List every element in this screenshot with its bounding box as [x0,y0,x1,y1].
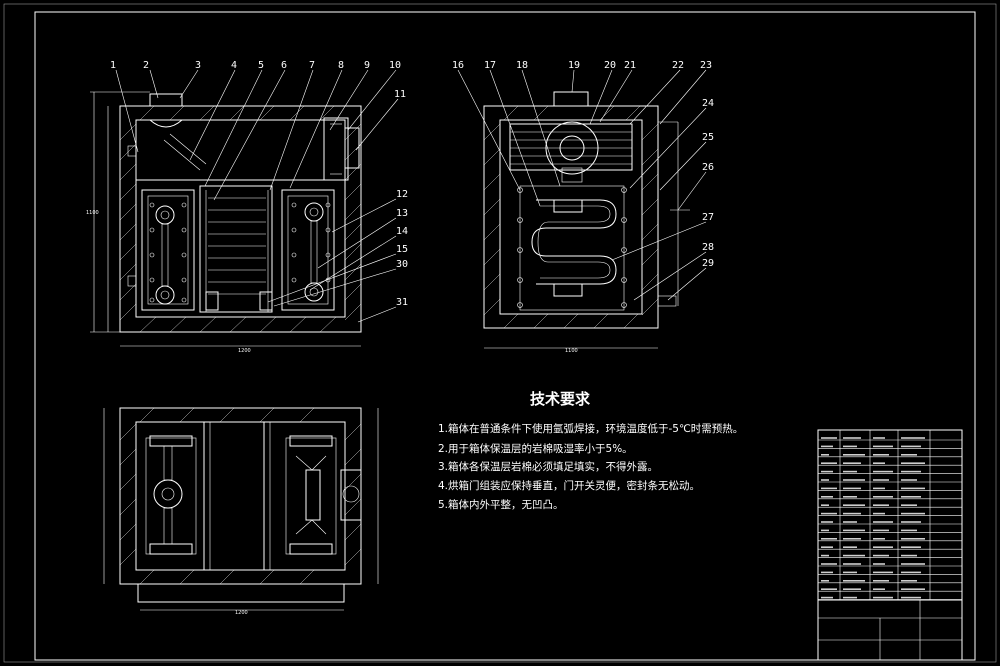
requirement-item-1: 1.箱体在普通条件下使用氩弧焊接，环境温度低于-5℃时需预热。 [438,422,743,435]
part-label-23: 23 [700,60,712,71]
part-label-11: 11 [394,89,406,100]
plan-left-element [145,437,197,555]
part-label-9: 9 [364,60,370,71]
part-label-3: 3 [195,60,201,71]
part-label-6: 6 [281,60,287,71]
svg-text:1100: 1100 [86,210,99,216]
svg-text:1200: 1200 [235,610,248,616]
svg-text:1200: 1200 [238,348,251,354]
part-label-17: 17 [484,60,496,71]
part-label-31: 31 [396,297,408,308]
technical-requirements: 技术要求 1.箱体在普通条件下使用氩弧焊接，环境温度低于-5℃时需预热。 2.用… [438,390,743,511]
plan-outer-shell [119,407,362,585]
front-leaders [115,69,399,323]
requirement-item-3: 3.箱体各保温层岩棉必须填足填实，不得外露。 [438,460,658,473]
part-label-5: 5 [258,60,264,71]
part-label-12: 12 [396,189,408,200]
side-inner-shell [499,119,643,315]
plan-inner-shell [135,421,346,571]
part-label-18: 18 [516,60,528,71]
heater-coil [531,199,617,285]
part-label-30: 30 [396,259,408,270]
part-label-15: 15 [396,244,408,255]
part-label-7: 7 [309,60,315,71]
part-label-29: 29 [702,258,714,269]
side-part-labels: 16 17 18 19 20 21 22 23 24 25 26 27 28 2… [452,60,714,269]
side-fan-icon [545,121,599,175]
part-label-1: 1 [110,60,116,71]
requirement-item-5: 5.箱体内外平整，无凹凸。 [438,498,564,511]
part-label-10: 10 [389,60,401,71]
plan-fan-box [340,469,362,521]
front-inner-shell [135,119,346,318]
part-label-2: 2 [143,60,149,71]
part-label-19: 19 [568,60,580,71]
plan-right-element [285,437,337,555]
part-label-20: 20 [604,60,616,71]
requirements-title: 技术要求 [530,390,591,408]
outer-border [3,3,997,663]
side-heater-frame [519,185,625,311]
part-label-8: 8 [338,60,344,71]
part-label-28: 28 [702,242,714,253]
front-view: 1200 1100 [86,91,362,354]
requirement-item-4: 4.烘箱门组装应保持垂直，门开关灵便，密封条无松动。 [438,479,700,492]
part-label-27: 27 [702,212,714,223]
plan-door [137,583,345,603]
part-label-25: 25 [702,132,714,143]
part-label-24: 24 [702,98,714,109]
front-right-heater-panel [281,189,335,311]
svg-text:1100: 1100 [565,348,578,354]
part-label-22: 22 [672,60,684,71]
front-left-heater-panel [141,189,195,311]
side-view: 1100 [483,91,690,354]
plan-view: 1200 [103,407,379,616]
part-label-21: 21 [624,60,636,71]
part-label-26: 26 [702,162,714,173]
side-leaders [457,69,707,301]
requirement-item-2: 2.用于箱体保温层的岩棉吸湿率小于5%。 [438,442,633,455]
side-top-duct [553,91,589,107]
part-label-13: 13 [396,208,408,219]
drawing-frame [34,11,976,661]
front-top-duct [149,93,183,107]
part-label-16: 16 [452,60,464,71]
part-label-14: 14 [396,226,408,237]
part-label-4: 4 [231,60,237,71]
front-tray-rack [199,185,273,313]
title-block [817,429,963,661]
front-fan-box [323,117,349,181]
front-outer-shell [119,105,362,333]
side-fan-housing [509,123,633,171]
front-part-labels: 1 2 3 4 5 6 7 8 9 10 11 12 13 14 15 30 3… [110,60,408,308]
